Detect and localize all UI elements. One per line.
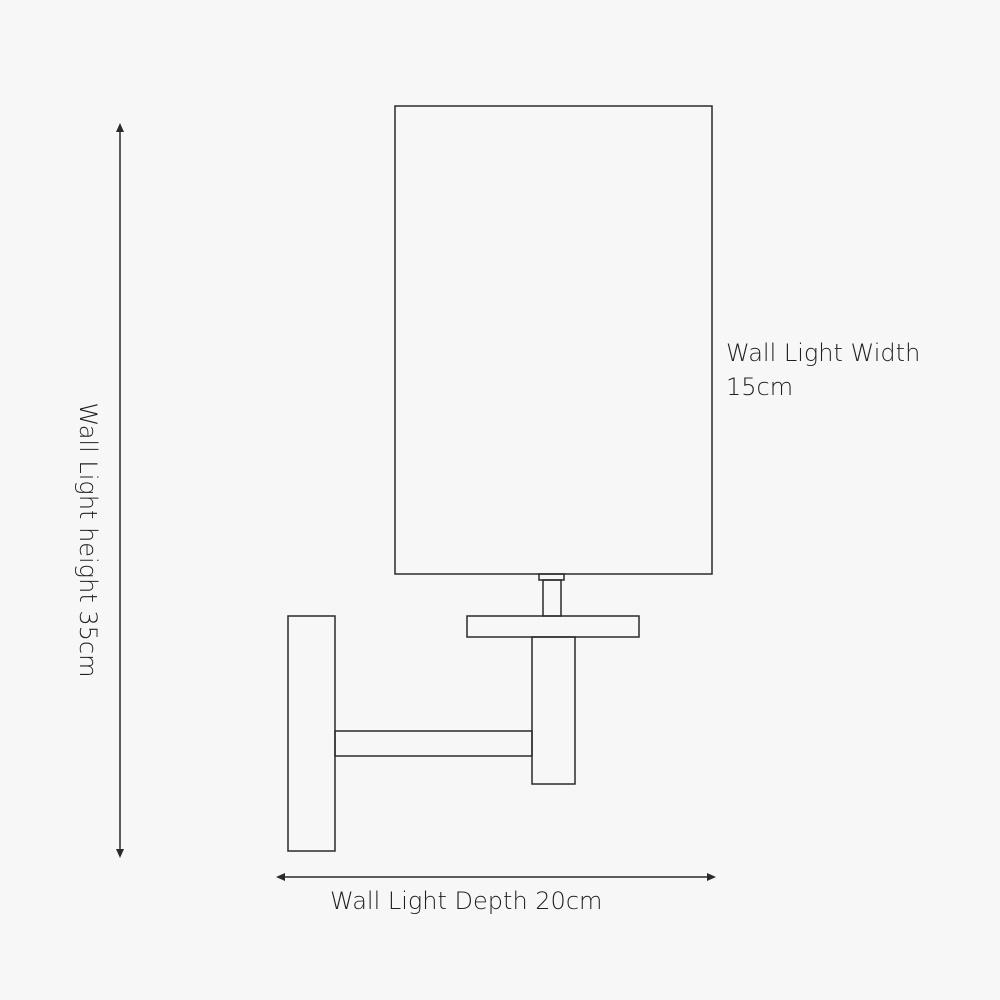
shade-plate <box>466 615 640 638</box>
neck-collar <box>538 573 565 581</box>
depth-arrow <box>276 873 716 881</box>
width-title: Wall Light Width <box>726 339 921 367</box>
wall-backplate <box>287 615 336 852</box>
vertical-holder <box>531 636 576 785</box>
neck-stem <box>542 579 562 617</box>
arm <box>334 730 533 757</box>
width-label: Wall Light Width 15cm <box>726 336 920 404</box>
width-value: 15cm <box>726 373 794 401</box>
height-label: Wall Light height 35cm <box>74 402 102 678</box>
height-arrow <box>116 123 124 858</box>
depth-label: Wall Light Depth 20cm <box>330 887 603 915</box>
lamp-shade <box>394 105 713 575</box>
